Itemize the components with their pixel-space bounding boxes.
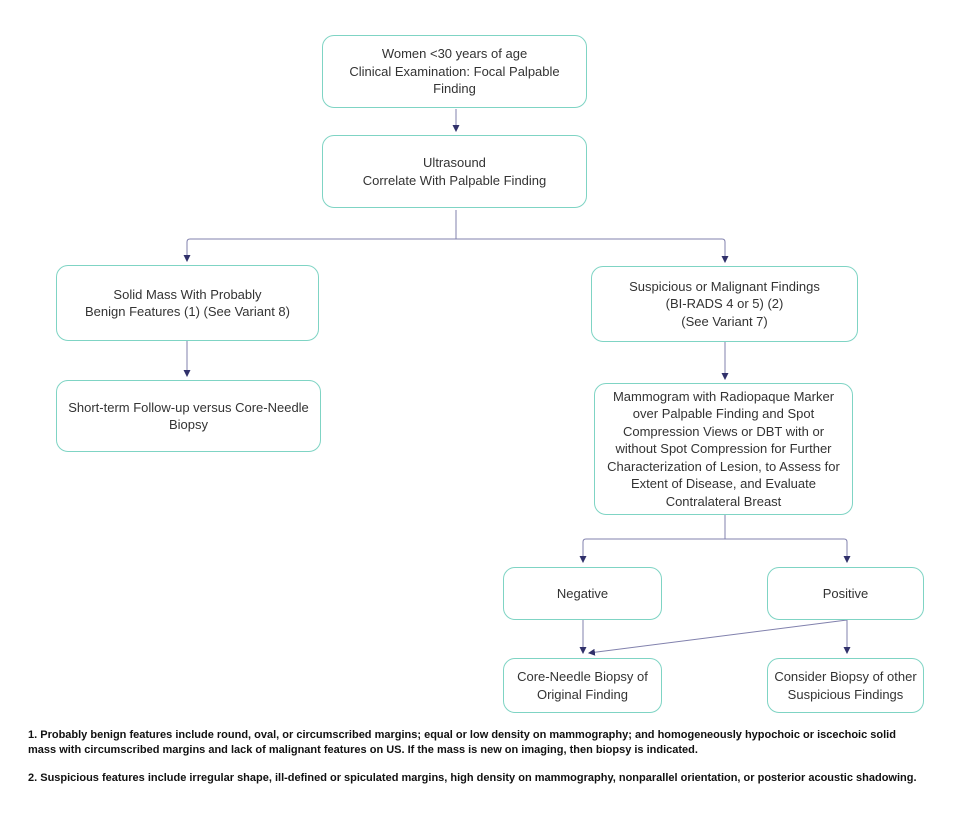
footnote-2: 2. Suspicious features include irregular… <box>28 772 917 784</box>
node-negative: Negative <box>503 567 662 620</box>
edge-split-negative-positive <box>579 538 851 564</box>
edge-split-benign-suspicious <box>183 238 729 264</box>
node-positive: Positive <box>767 567 924 620</box>
node-solid-mass-benign: Solid Mass With Probably Benign Features… <box>56 265 319 341</box>
node-consider-biopsy: Consider Biopsy of other Suspicious Find… <box>767 658 924 713</box>
node-mammogram-workup: Mammogram with Radiopaque Marker over Pa… <box>594 383 853 515</box>
node-suspicious-findings: Suspicious or Malignant Findings (BI-RAD… <box>591 266 858 342</box>
node-ultrasound: Ultrasound Correlate With Palpable Findi… <box>322 135 587 208</box>
node-core-needle-biopsy: Core-Needle Biopsy of Original Finding <box>503 658 662 713</box>
edge-positive-core-biopsy <box>587 619 848 656</box>
node-short-term-followup: Short-term Follow-up versus Core-Needle … <box>56 380 321 452</box>
node-women-under-30: Women <30 years of age Clinical Examinat… <box>322 35 587 108</box>
footnotes: 1. Probably benign features include roun… <box>28 728 960 799</box>
footnote-1: 1. Probably benign features include roun… <box>28 729 896 756</box>
